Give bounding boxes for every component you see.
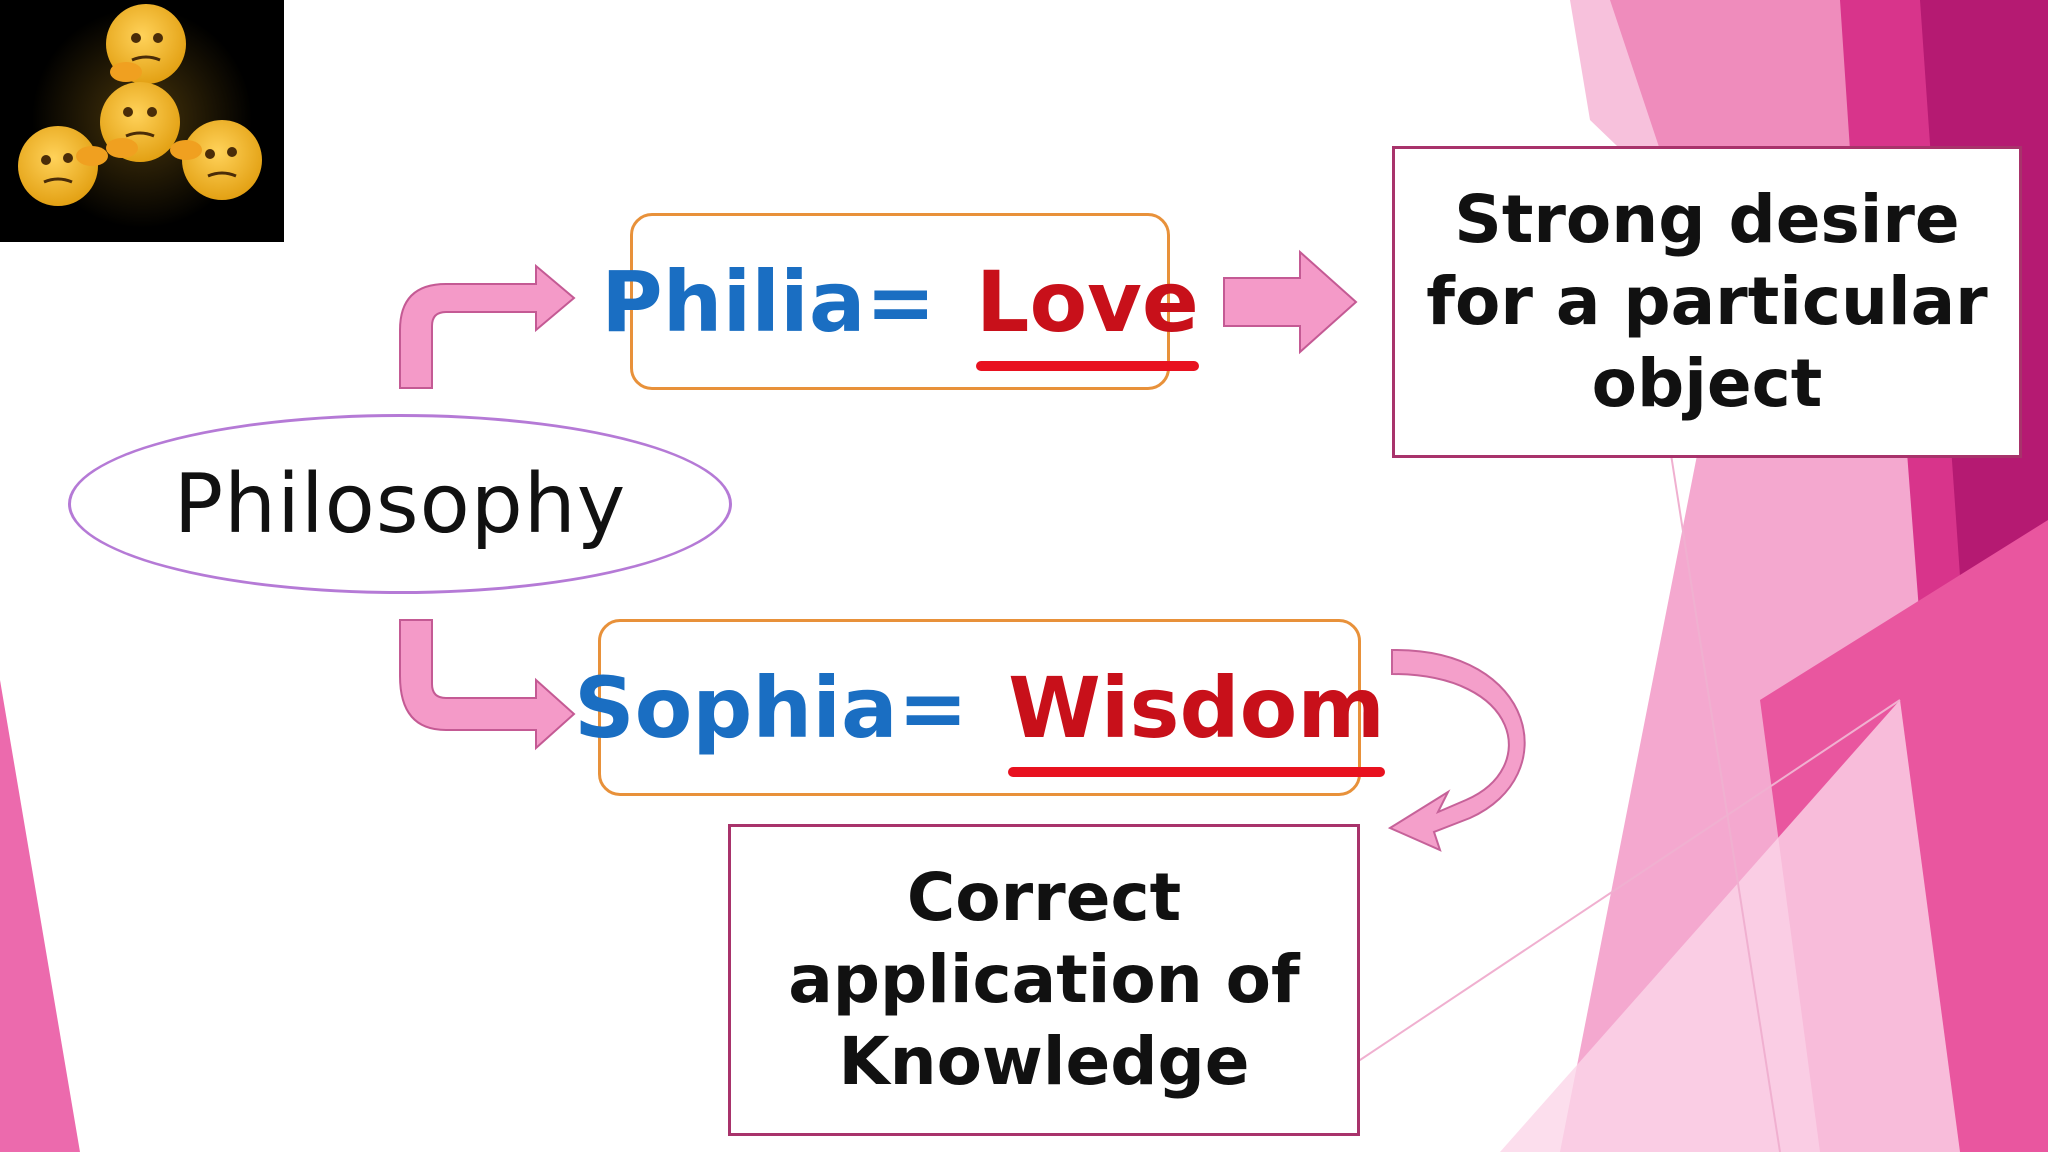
sophia-definition: Correct application of Knowledge — [728, 824, 1360, 1136]
philia-node: Philia= Love — [601, 213, 1199, 390]
sophia-definition-text: Correct application of Knowledge — [788, 859, 1300, 1100]
right-arrow-icon — [1223, 249, 1358, 355]
curved-arrow-icon — [1387, 648, 1526, 852]
philia-term: Philia= — [601, 252, 936, 351]
philia-definition: Strong desire for a particular object — [1392, 146, 2022, 458]
bent-arrow-down-icon — [399, 619, 576, 751]
love-meaning: Love — [975, 252, 1199, 371]
thinking-faces-thumbnail — [0, 0, 284, 242]
bent-arrow-up-icon — [399, 263, 576, 389]
philosophy-label: Philosophy — [173, 456, 627, 552]
philia-definition-text: Strong desire for a particular object — [1426, 181, 1988, 422]
sophia-term: Sophia= — [574, 658, 969, 757]
thinking-face-icon — [18, 4, 262, 228]
wisdom-meaning: Wisdom — [1008, 658, 1385, 777]
philosophy-node: Philosophy — [68, 414, 732, 594]
sophia-node: Sophia= Wisdom — [574, 619, 1385, 796]
